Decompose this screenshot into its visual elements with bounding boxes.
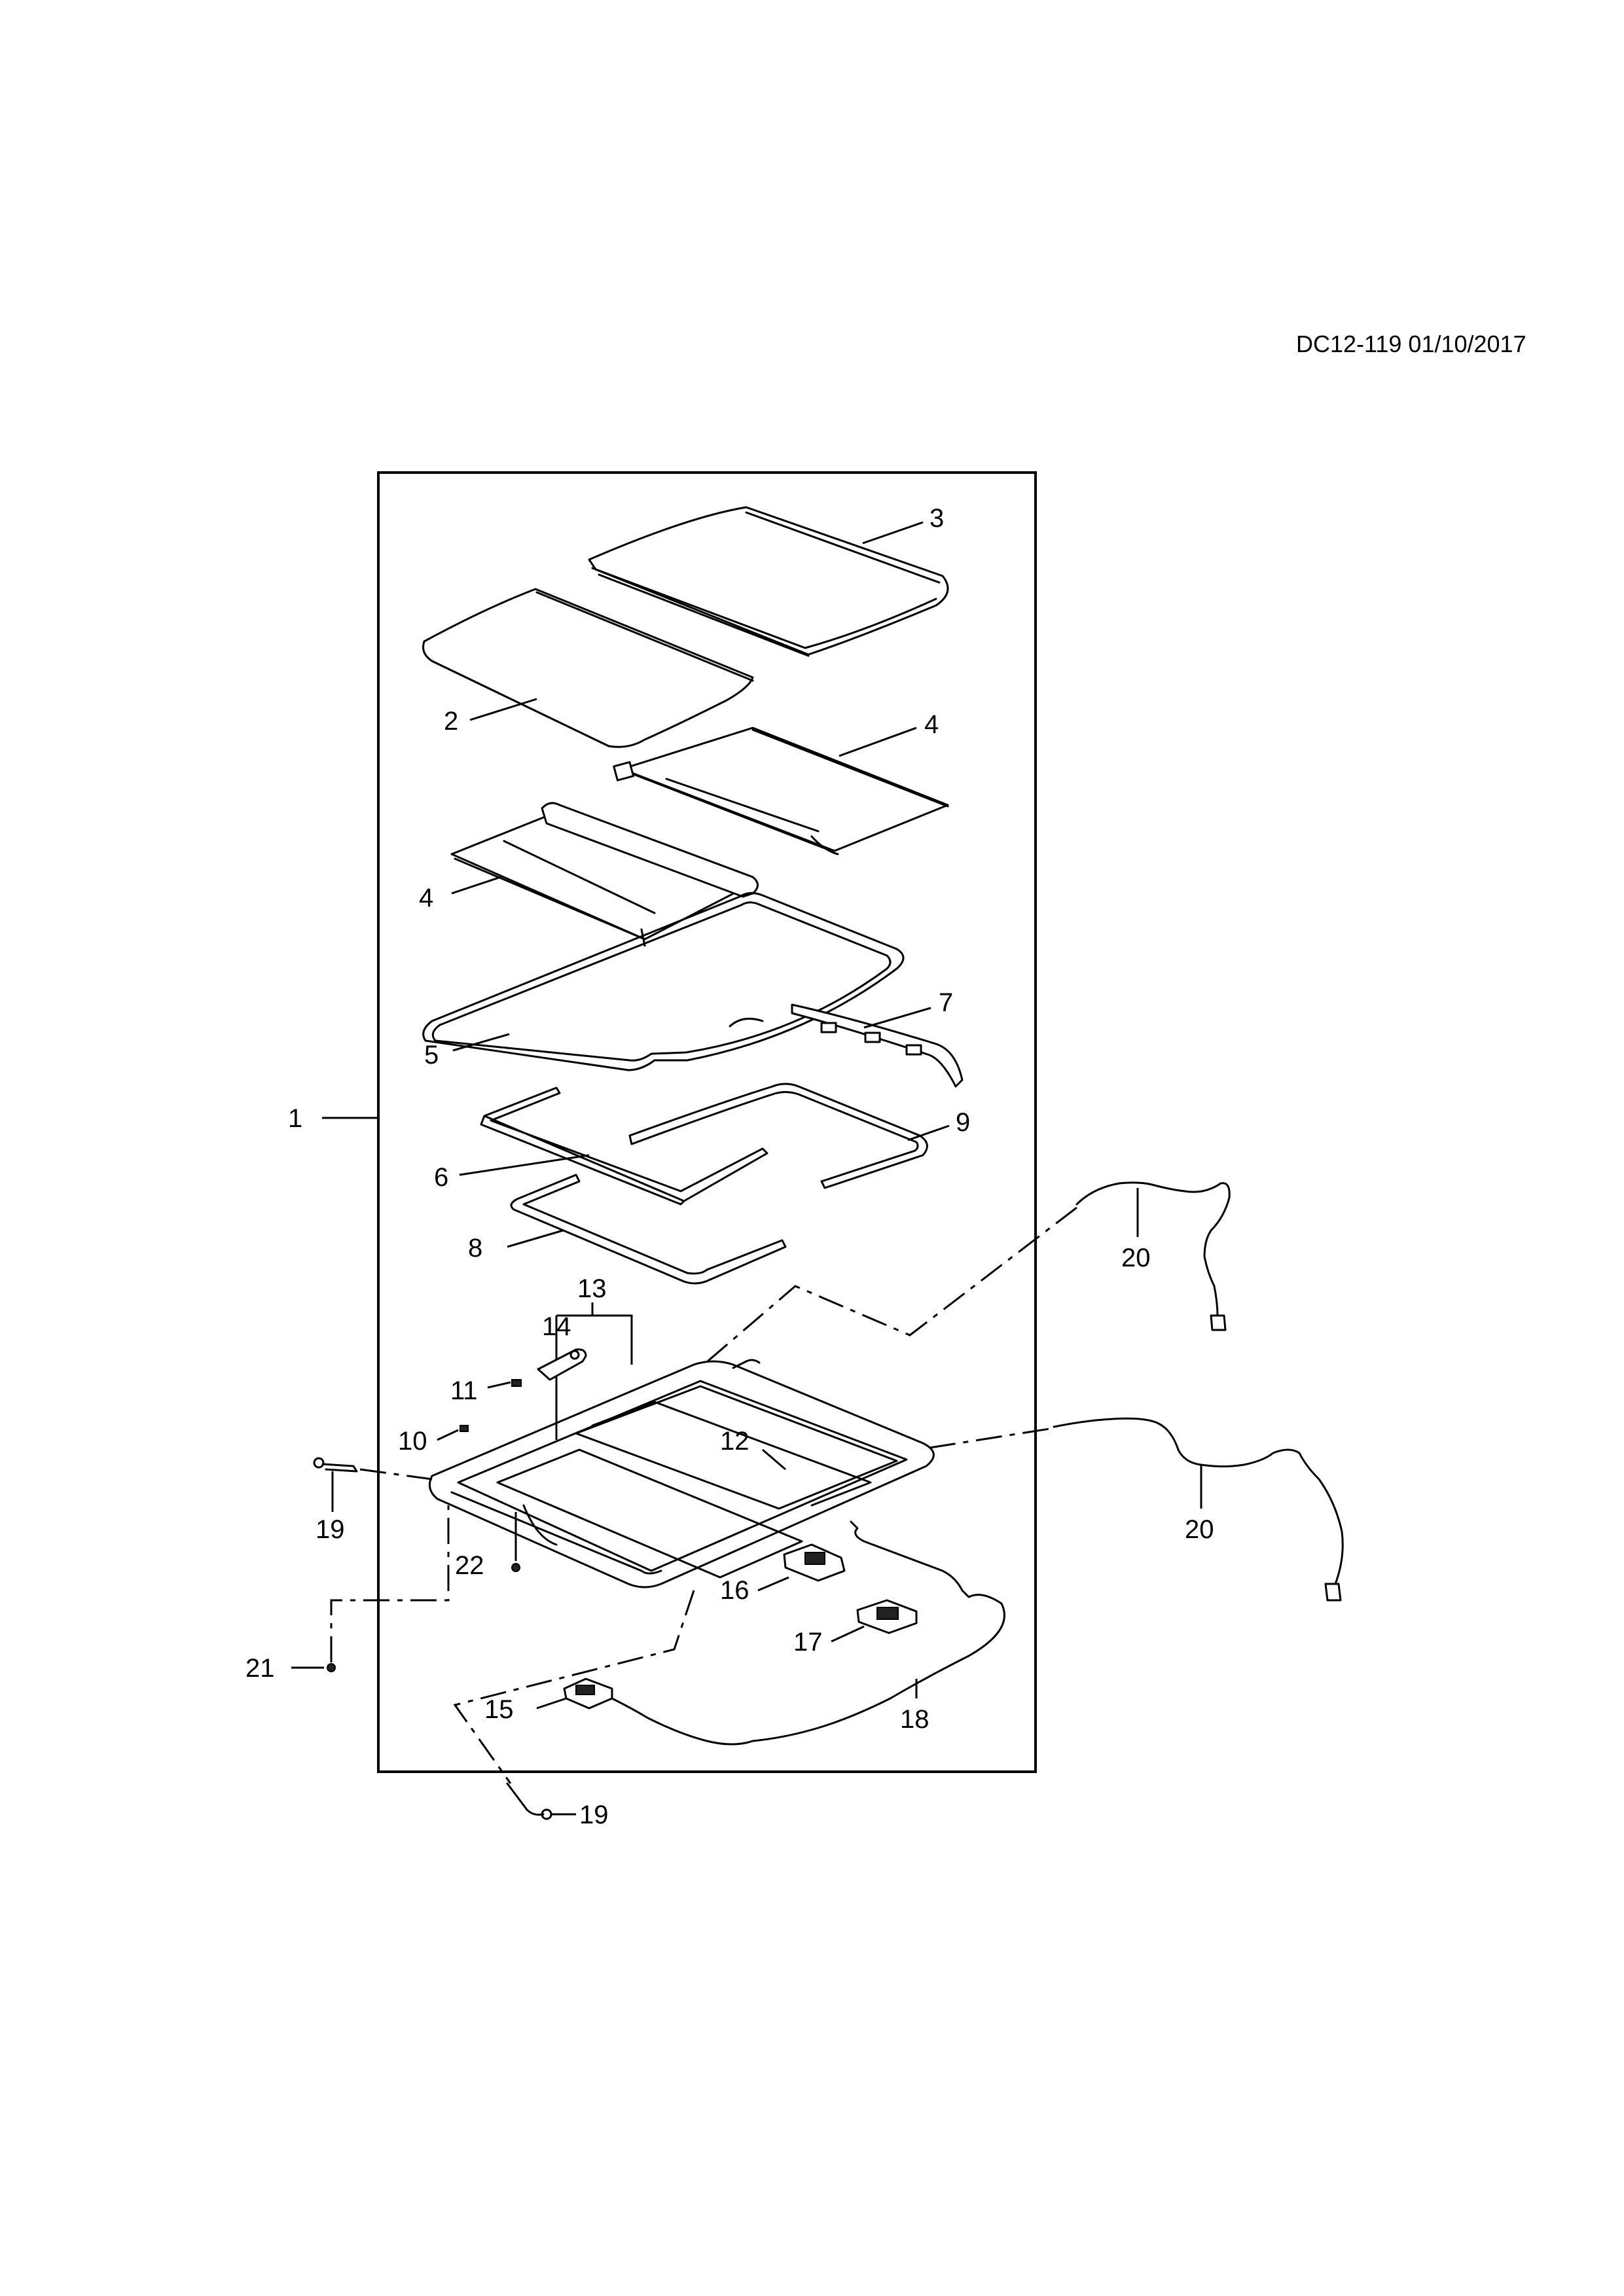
callout-9: 9 (956, 1108, 970, 1137)
part-4-sunshade-rear (613, 726, 949, 855)
part-3-glass-panel (588, 506, 949, 657)
part-19-drain-bottom (506, 1782, 552, 1820)
leader-15 (536, 1697, 567, 1710)
document-id: DC12-119 01/10/2017 (1296, 331, 1526, 357)
callout-4-upper: 4 (924, 710, 939, 739)
leader-10 (437, 1429, 459, 1441)
part-14-bracket (537, 1348, 587, 1381)
part-19-drain-left (313, 1457, 358, 1473)
callout-13: 13 (577, 1274, 607, 1303)
callout-3: 3 (929, 504, 944, 533)
callout-20-upper: 20 (1121, 1244, 1151, 1272)
callout-8: 8 (468, 1234, 482, 1263)
leader-17 (831, 1625, 865, 1643)
leader-4a (839, 726, 917, 757)
leader-2 (469, 698, 537, 721)
callout-21: 21 (245, 1654, 275, 1683)
drain-path-lower-right (929, 1427, 1055, 1449)
assembly-frame (377, 471, 1037, 1773)
leader-9 (907, 1124, 950, 1141)
part-18-harness (611, 1520, 1005, 1746)
drain-path-bottom (453, 1590, 695, 1784)
leader-11 (487, 1381, 511, 1389)
callout-16: 16 (720, 1576, 749, 1605)
callout-1: 1 (288, 1104, 302, 1133)
part-22-fastener (511, 1563, 520, 1572)
callout-6: 6 (434, 1163, 448, 1192)
leader-8 (507, 1229, 564, 1248)
part-20-drain-hose-lower (1053, 1417, 1344, 1585)
part-17-motor (856, 1599, 918, 1634)
part-6-trough (480, 1086, 768, 1206)
drain-path-left (359, 1468, 433, 1480)
part-4-sunshade-front (450, 802, 759, 947)
part-11-clip (511, 1379, 522, 1387)
part-21-fastener (327, 1663, 336, 1672)
part-20-connector-lower (1324, 1583, 1342, 1602)
part-8-seal (510, 1174, 787, 1285)
part-20-connector-upper (1210, 1314, 1227, 1331)
callout-2: 2 (444, 707, 458, 736)
part-5-seal (422, 892, 905, 1071)
leader-13 (555, 1302, 633, 1440)
leader-3 (862, 521, 924, 545)
callout-19-bottom: 19 (579, 1801, 609, 1829)
callout-17: 17 (793, 1628, 823, 1657)
leader-5 (452, 1033, 510, 1052)
callout-22: 22 (455, 1551, 484, 1580)
leader-12 (762, 1448, 786, 1471)
callout-20-lower: 20 (1185, 1515, 1214, 1544)
callout-4-lower: 4 (419, 884, 433, 912)
part-13-frame (428, 1359, 935, 1588)
callout-10: 10 (398, 1427, 427, 1456)
callout-11: 11 (450, 1376, 478, 1405)
part-15-module (563, 1677, 613, 1710)
callout-19-left: 19 (316, 1515, 345, 1544)
part-9-seal (628, 1083, 928, 1189)
fastener-path-21 (330, 1505, 450, 1662)
part-10-clip (460, 1425, 469, 1432)
leader-4b (451, 876, 501, 895)
part-16-motor (783, 1543, 846, 1582)
callout-5: 5 (424, 1041, 439, 1069)
callout-14: 14 (542, 1312, 571, 1341)
part-7-deflector (791, 1003, 964, 1088)
leader-7 (863, 1007, 931, 1029)
callout-18: 18 (900, 1705, 929, 1734)
callout-15: 15 (484, 1695, 514, 1724)
leader-6 (459, 1154, 590, 1176)
callout-12: 12 (720, 1427, 749, 1456)
leader-16 (757, 1576, 789, 1592)
part-20-drain-hose-upper (1075, 1181, 1231, 1317)
drain-path-upper-right (703, 1206, 1077, 1366)
callout-7: 7 (939, 988, 953, 1017)
